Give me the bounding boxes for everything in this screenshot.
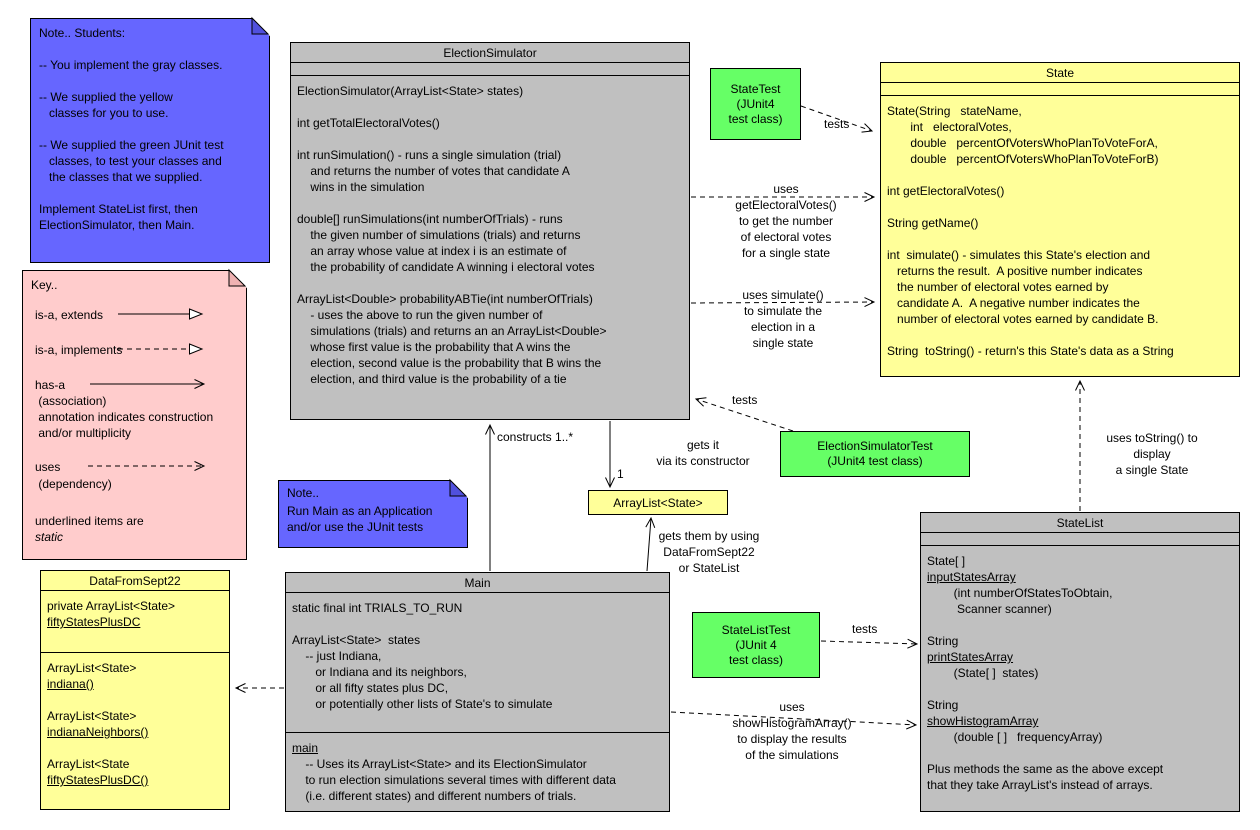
field: static final int TRIALS_TO_RUN: [292, 601, 463, 615]
class-state-test: StateTest (JUnit4 test class): [710, 68, 801, 140]
class-data-from-sept22: DataFromSept22 private ArrayList<State> …: [40, 570, 230, 810]
note-students-title: Note.. Students:: [39, 26, 126, 40]
method-return-type: State[ ]: [927, 554, 966, 568]
key-static-label: static: [35, 530, 64, 544]
method-name: indiana(): [47, 677, 94, 691]
class-arraylist-state: ArrayList<State>: [588, 490, 728, 515]
edge-statelisttest-tests-statelist: [820, 638, 919, 649]
field-type: private ArrayList<State>: [47, 599, 176, 613]
method: ArrayList<State> indianaNeighbors(): [47, 708, 224, 740]
class-election-simulator-methods: ElectionSimulator(ArrayList<State> state…: [291, 76, 689, 419]
class-main-title: Main: [286, 573, 669, 593]
method: String printStatesArray (State[ ] states…: [927, 633, 1234, 681]
method-description: -- Uses its ArrayList<State> and its Ele…: [305, 757, 616, 803]
class-election-simulator: ElectionSimulator ElectionSimulator(Arra…: [290, 42, 690, 420]
note-key-title: Key..: [31, 278, 58, 292]
method-params: (double [ ] frequencyArray): [927, 730, 1103, 744]
method: ArrayList<State fiftyStatesPlusDC(): [47, 756, 224, 788]
method: ElectionSimulator(ArrayList<State> state…: [297, 84, 524, 98]
class-data-from-sept22-fields: private ArrayList<State> fiftyStatesPlus…: [41, 591, 229, 653]
method: int simulate() - simulates this State's …: [887, 248, 1159, 326]
method: int runSimulation() - runs a single simu…: [297, 148, 570, 194]
edge-label-tests-state: tests: [824, 117, 850, 131]
field-name: fiftyStatesPlusDC: [47, 615, 141, 629]
edge-label-tests-statelist: tests: [852, 622, 878, 636]
class-election-simulator-title: ElectionSimulator: [291, 43, 689, 63]
key-underline-label: underlined items are: [35, 514, 144, 528]
method-params: (int numberOfStatesToObtain, Scanner sca…: [953, 586, 1113, 616]
method-name: printStatesArray: [927, 650, 1014, 664]
edge-label-gets-it: gets it via its constructor: [656, 438, 750, 468]
class-state-title: State: [881, 63, 1239, 83]
method-params: (State[ ] states): [927, 666, 1039, 680]
key-uses-sub: (dependency): [35, 477, 112, 491]
method: State(String stateName, int electoralVot…: [887, 104, 1159, 166]
edge-label-tests-es: tests: [732, 393, 758, 407]
class-data-from-sept22-title: DataFromSept22: [41, 571, 229, 591]
class-data-from-sept22-methods: ArrayList<State> indiana() ArrayList<Sta…: [41, 653, 229, 809]
method-return-type: String: [927, 634, 959, 648]
note-key: Key.. is-a, extends is-a, implements has…: [22, 270, 247, 560]
class-state-list-note: Plus methods the same as the above excep…: [927, 762, 1164, 792]
note-students-body: -- You implement the gray classes. -- We…: [39, 58, 224, 232]
class-main-fields: static final int TRIALS_TO_RUN ArrayList…: [286, 593, 669, 733]
class-state-list-methods: State[ ] inputStatesArray (int numberOfS…: [921, 546, 1239, 811]
field: ArrayList<State> states -- just Indiana,…: [292, 633, 553, 711]
key-extends-label: is-a, extends: [35, 308, 104, 322]
method-return-type: ArrayList<State>: [47, 661, 137, 675]
method: int getElectoralVotes(): [887, 184, 1005, 198]
edge-label-uses-simulate: uses simulate() to simulate the election…: [742, 288, 824, 350]
class-state: State State(String stateName, int electo…: [880, 62, 1240, 377]
note-run-main-body: Run Main as an Application and/or use th…: [287, 504, 433, 534]
method: String getName(): [887, 216, 979, 230]
edge-label-uses-histogram: uses showHistogramArray() to display the…: [732, 700, 852, 762]
method: String showHistogramArray (double [ ] fr…: [927, 697, 1234, 745]
class-state-list-test: StateListTest (JUnit 4 test class): [692, 612, 820, 678]
note-run-main-title: Note..: [287, 486, 320, 500]
edge-label-gets-them: gets them by using DataFromSept22 or Sta…: [658, 529, 760, 575]
edge-label-uses-getelectoralvotes: uses getElectoralVotes() to get the numb…: [735, 182, 837, 260]
method: ArrayList<Double> probabilityABTie(int n…: [297, 292, 607, 386]
method-name: main: [292, 741, 319, 755]
class-state-list: StateList State[ ] inputStatesArray (int…: [920, 512, 1240, 812]
class-election-simulator-attributes: [291, 63, 689, 76]
note-students: Note.. Students: -- You implement the gr…: [30, 18, 270, 263]
edge-label-constructs: constructs 1..*: [497, 430, 574, 444]
class-state-methods: State(String stateName, int electoralVot…: [881, 96, 1239, 376]
method: int getTotalElectoralVotes(): [297, 116, 440, 130]
key-hasa-sub: (association) annotation indicates const…: [38, 394, 214, 440]
method: double[] runSimulations(int numberOfTria…: [297, 212, 595, 274]
method: State[ ] inputStatesArray (int numberOfS…: [927, 553, 1234, 617]
method-name: inputStatesArray: [927, 570, 1016, 584]
method-name: showHistogramArray: [927, 714, 1039, 728]
key-uses-label: uses: [35, 460, 61, 474]
method-name: fiftyStatesPlusDC(): [47, 773, 149, 787]
class-arraylist-state-title: ArrayList<State>: [613, 495, 703, 510]
note-run-main: Note.. Run Main as an Application and/or…: [278, 480, 468, 548]
class-election-simulator-test: ElectionSimulatorTest (JUnit4 test class…: [780, 431, 970, 477]
class-state-list-title: StateList: [921, 513, 1239, 533]
class-main: Main static final int TRIALS_TO_RUN Arra…: [285, 572, 670, 812]
edge-label-uses-tostring: uses toString() to display a single Stat…: [1106, 431, 1198, 477]
method-return-type: ArrayList<State>: [47, 709, 137, 723]
method: ArrayList<State> indiana(): [47, 660, 224, 692]
key-hasa-label: has-a: [35, 378, 66, 392]
class-state-attributes: [881, 83, 1239, 96]
edge-label-multiplicity-one: 1: [617, 467, 624, 481]
key-implements-label: is-a, implements: [35, 343, 123, 357]
method: String toString() - return's this State'…: [887, 344, 1174, 358]
method-name: indianaNeighbors(): [47, 725, 149, 739]
method-return-type: String: [927, 698, 959, 712]
method: main: [292, 740, 664, 756]
method-return-type: ArrayList<State: [47, 757, 130, 771]
class-main-methods: main -- Uses its ArrayList<State> and it…: [286, 733, 669, 811]
class-state-list-attributes: [921, 533, 1239, 546]
